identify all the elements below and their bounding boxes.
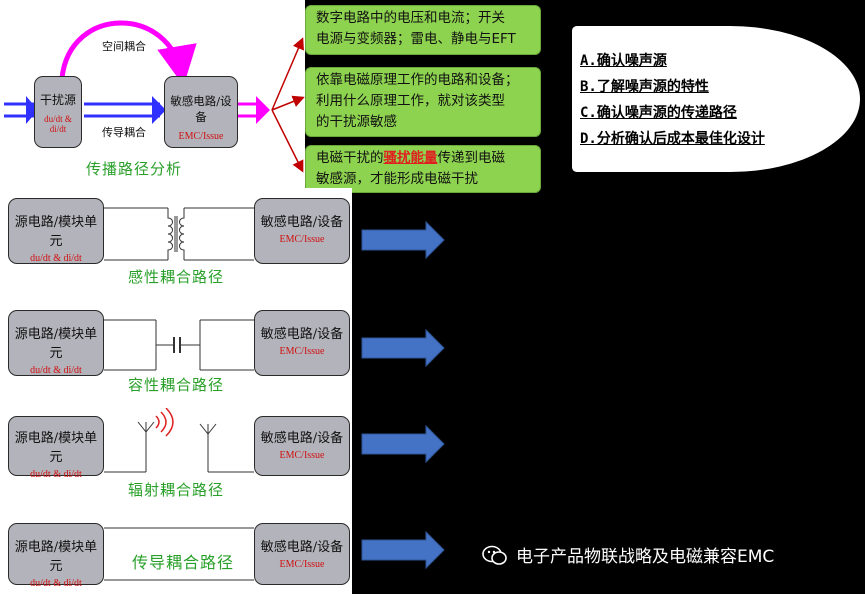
red-fan-arrows [271,37,305,173]
inductive-caption: 感性耦合路径 [128,268,225,286]
capacitive-caption: 容性耦合路径 [128,376,225,394]
source-node-1-title: 源电路/模块单元 [14,215,98,249]
green-box-sources: 数字电路中的电压和电流；开关 电源与变频器；雷电、静电与EFT [305,5,541,55]
green-box-1-line1: 数字电路中的电压和电流；开关 [316,10,505,26]
victim-node-1-title: 敏感电路/设备 [260,215,344,230]
step-a: A.确认噪声源 [580,53,667,69]
step-b: B.了解噪声源的特性 [580,79,709,95]
inductor-coil-right [179,208,185,260]
source-node-4-title: 源电路/模块单元 [14,540,98,574]
conducted-caption: 传导耦合路径 [132,553,235,572]
victim-node-1: 敏感电路/设备 EMC/Issue [254,198,350,264]
source-node-2-sub: du/dt & di/dt [30,365,82,376]
victim-node-3: 敏感电路/设备 EMC/Issue [254,416,350,476]
watermark-text: 电子产品物联战略及电磁兼容EMC [516,547,775,567]
source-node-4: 源电路/模块单元 du/dt & di/dt [8,523,104,589]
radiated-coupling-wiring [104,408,254,473]
victim-node-3-title: 敏感电路/设备 [260,431,344,446]
blue-arrow-3 [361,424,445,464]
watermark: 电子产品物联战略及电磁兼容EMC [482,542,774,567]
source-node-4-sub: du/dt & di/dt [30,578,82,589]
victim-node-1-sub: EMC/Issue [279,234,325,245]
wechat-icon [482,545,507,565]
victim-node-4: 敏感电路/设备 EMC/Issue [254,523,350,585]
green-box-3-line2: 敏感源，才能形成电磁干扰 [316,171,478,187]
source-node-2: 源电路/模块单元 du/dt & di/dt [8,310,104,376]
radiated-caption: 辐射耦合路径 [128,481,225,499]
capacitive-coupling-wiring [104,319,254,371]
green-box-2-line3: 的干扰源敏感 [316,114,397,130]
victim-node-4-sub: EMC/Issue [279,559,325,570]
source-node-1-sub: du/dt & di/dt [30,253,82,264]
green-box-2-line1: 依靠电磁原理工作的电路和设备； [316,72,519,88]
victim-node-3-sub: EMC/Issue [279,450,325,461]
steps-panel [572,26,860,172]
space-coupling-arc [59,20,197,86]
conducted-coupling-wiring [104,527,254,581]
green-box-energy: 电磁干扰的骚扰能量传递到电磁 敏感源，才能形成电磁干扰 [305,145,541,193]
source-node-3-sub: du/dt & di/dt [30,469,82,480]
blue-arrows [361,220,445,570]
victim-node-4-title: 敏感电路/设备 [260,540,344,555]
inductor-coil-left [167,208,173,260]
victim-title: 敏感电路/设备 [170,94,232,124]
green-box-2-line2: 利用什么原理工作，就对该类型 [316,93,505,109]
source-node-2-title: 源电路/模块单元 [14,327,98,361]
space-coupling-label: 空间耦合 [102,40,146,53]
source-sub: du/dt & di/dt [44,114,72,134]
green-box-3-post: 传递到电磁 [437,150,506,166]
green-box-3-pre: 电磁干扰的 [316,150,384,166]
green-box-1-line2: 电源与变频器；雷电、静电与EFT [316,31,516,47]
source-node-3: 源电路/模块单元 du/dt & di/dt [8,416,104,480]
victim-node-2-sub: EMC/Issue [279,346,325,357]
step-c: C.确认噪声源的传递路径 [580,105,737,121]
victim-sub: EMC/Issue [178,131,224,142]
inductive-coupling-wiring [104,207,254,261]
steps-list: A.确认噪声源 B.了解噪声源的特性 C.确认噪声源的传递路径 D.分析确认后成… [580,48,765,152]
source-title: 干扰源 [39,93,76,107]
radio-waves-icon [155,408,174,437]
blue-arrow-2 [361,328,445,368]
blue-arrow-4 [361,530,445,570]
top-flow-graphics [4,20,270,124]
interference-source-node: 干扰源 du/dt & di/dt [34,76,82,148]
victim-device-node: 敏感电路/设备 EMC/Issue [164,76,238,148]
analysis-caption: 传播路径分析 [86,160,183,178]
blue-arrow-1 [361,220,445,260]
green-box-3-highlight: 骚扰能量 [383,150,438,166]
victim-node-2-title: 敏感电路/设备 [260,327,344,342]
victim-node-2: 敏感电路/设备 EMC/Issue [254,310,350,376]
source-node-3-title: 源电路/模块单元 [14,431,98,465]
step-d: D.分析确认后成本最佳化设计 [580,131,765,147]
green-box-victims: 依靠电磁原理工作的电路和设备； 利用什么原理工作，就对该类型 的干扰源敏感 [305,67,541,137]
conduct-coupling-label: 传导耦合 [102,126,146,139]
source-node-1: 源电路/模块单元 du/dt & di/dt [8,198,104,264]
